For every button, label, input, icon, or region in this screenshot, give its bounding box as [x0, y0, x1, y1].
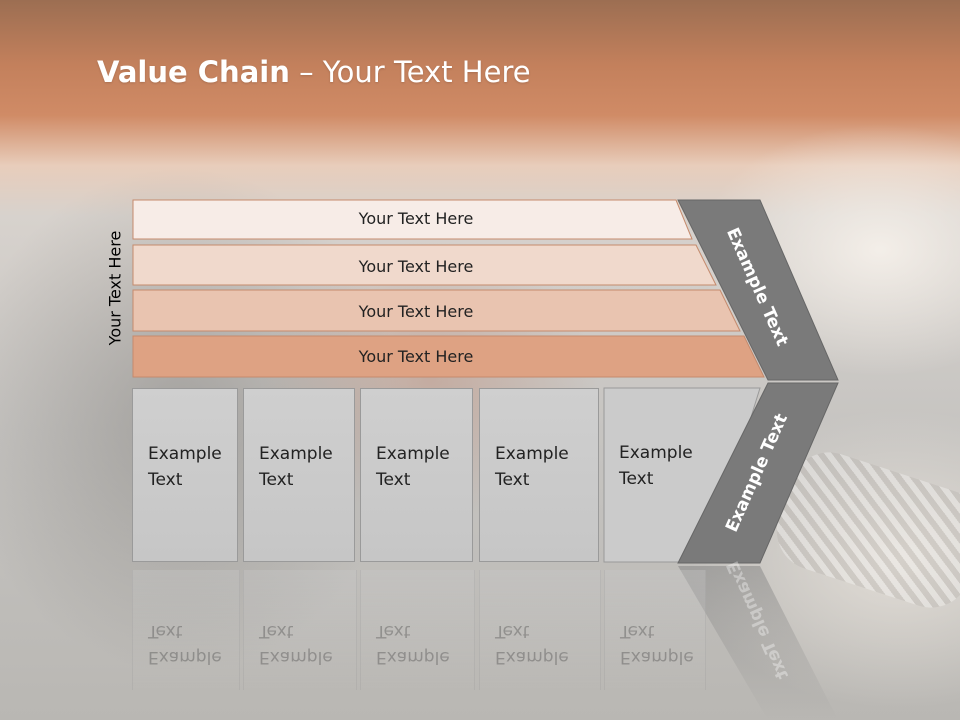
title-bold: Value Chain: [97, 55, 290, 89]
title-rest: – Your Text Here: [289, 55, 531, 89]
primary-box-1: Example Text: [132, 388, 238, 562]
reflection-text-2: Example Text: [259, 621, 333, 667]
support-row-3-text: Your Text Here: [358, 302, 474, 321]
reflection-text-5: Example Text: [620, 621, 694, 667]
chevron-upper: [677, 199, 839, 381]
primary-box-3: Example Text: [360, 388, 473, 562]
support-row-4-text: Your Text Here: [358, 347, 474, 366]
primary-box-1-text: Example Text: [148, 444, 222, 490]
support-row-1: [132, 199, 693, 240]
support-row-2: [132, 244, 717, 286]
support-row-1-text: Your Text Here: [358, 209, 474, 228]
primary-box-5-reflection: Example Text: [604, 570, 706, 690]
primary-box-3-reflection: Example Text: [360, 570, 475, 690]
chevron-reflection: [678, 566, 838, 720]
reflection-text-1: Example Text: [148, 621, 222, 667]
reflection-text-3: Example Text: [376, 621, 450, 667]
primary-box-4: Example Text: [479, 388, 599, 562]
primary-box-2: Example Text: [243, 388, 355, 562]
primary-box-4-text: Example Text: [495, 444, 569, 490]
support-row-2-text: Your Text Here: [358, 257, 474, 276]
support-row-3: [132, 289, 741, 332]
primary-box-1-reflection: Example Text: [132, 570, 240, 690]
chevron-lower: [677, 382, 839, 564]
support-row-4: [132, 335, 765, 378]
reflection-text-4: Example Text: [495, 621, 569, 667]
primary-box-2-text: Example Text: [259, 444, 333, 490]
primary-box-2-reflection: Example Text: [243, 570, 357, 690]
slide-title: Value Chain – Your Text Here: [97, 55, 531, 89]
primary-box-5: Example Text: [604, 388, 704, 562]
primary-box-5-text: Example Text: [619, 443, 693, 489]
primary-box-4-reflection: Example Text: [479, 570, 601, 690]
primary-box-3-text: Example Text: [376, 444, 450, 490]
